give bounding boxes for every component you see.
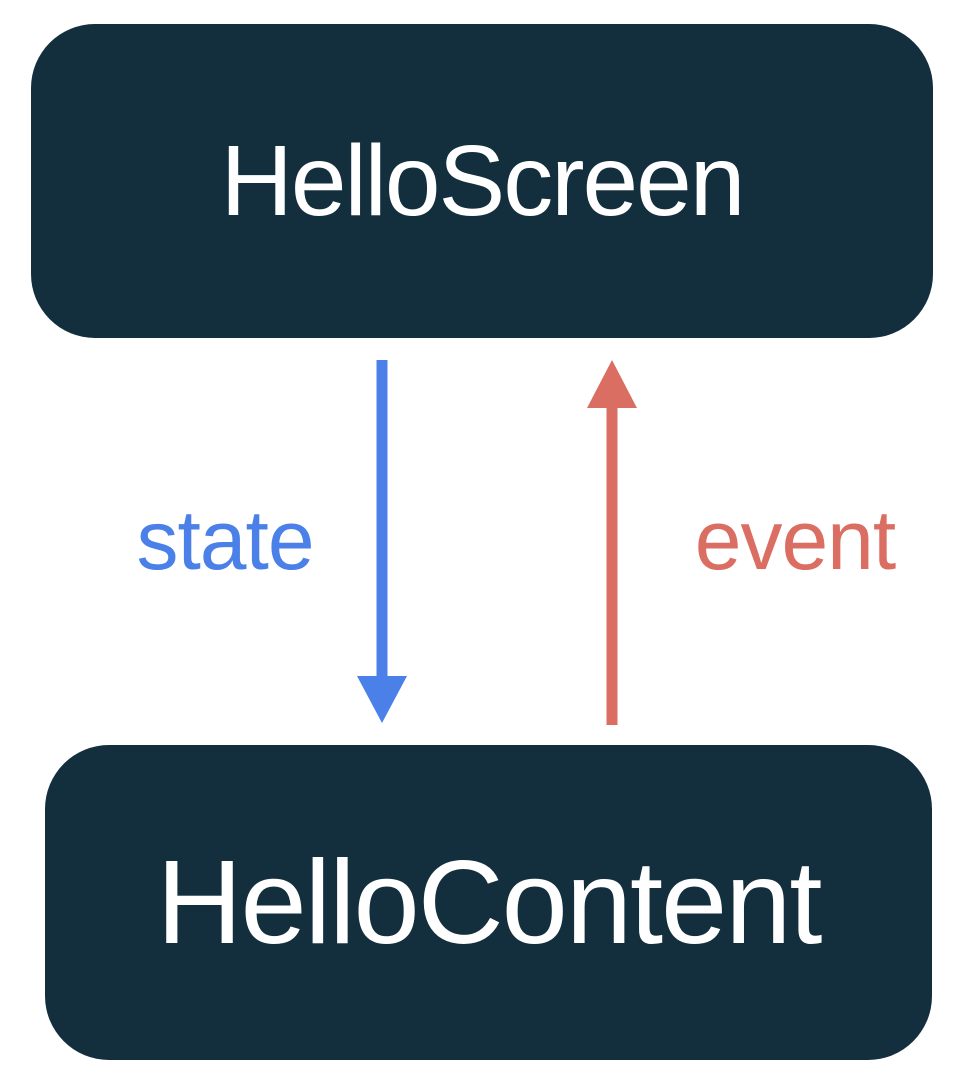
event-arrow	[587, 360, 637, 725]
node-hellocontent-label: HelloContent	[156, 836, 823, 969]
node-helloscreen-label: HelloScreen	[220, 125, 746, 237]
node-hellocontent: HelloContent	[45, 745, 932, 1060]
state-arrowhead-down-icon	[357, 676, 407, 723]
state-edge-label: state	[136, 493, 314, 587]
node-helloscreen: HelloScreen	[31, 24, 933, 338]
event-arrowhead-up-icon	[587, 360, 637, 408]
event-edge-label: event	[694, 493, 897, 587]
